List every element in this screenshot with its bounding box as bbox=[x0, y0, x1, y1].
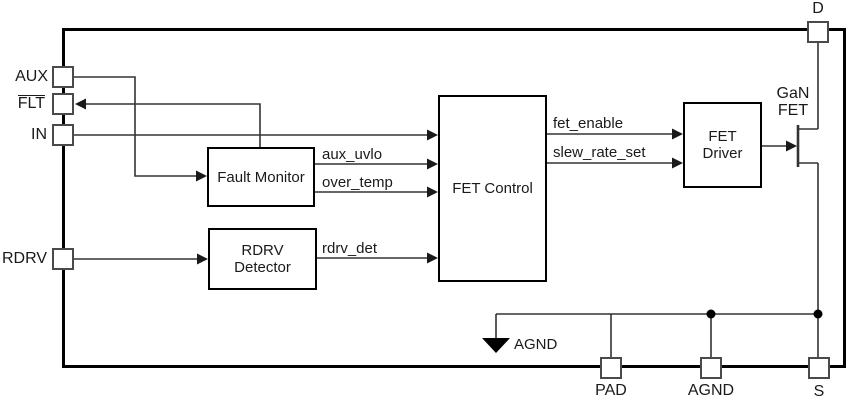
block-fet-driver: FET Driver bbox=[683, 102, 762, 188]
wire-aux bbox=[73, 76, 196, 177]
pin-square-flt bbox=[52, 93, 74, 115]
block-rdrv-detector-label-line2: Detector bbox=[234, 259, 291, 276]
block-fet-driver-label-line2: Driver bbox=[702, 145, 743, 162]
block-fault-monitor: Fault Monitor bbox=[207, 147, 315, 207]
wires bbox=[73, 42, 819, 358]
agnd-ground-label: AGND bbox=[514, 336, 558, 353]
block-rdrv-detector: RDRV Detector bbox=[208, 228, 317, 290]
pin-label-flt: FLT bbox=[6, 95, 45, 112]
gan-fet-label-line2: FET bbox=[777, 102, 809, 119]
pin-square-rdrv bbox=[52, 248, 74, 270]
block-rdrv-detector-label-line1: RDRV bbox=[241, 242, 284, 259]
arrowheads bbox=[75, 98, 797, 265]
pin-square-aux bbox=[52, 66, 74, 88]
pin-square-agnd bbox=[700, 357, 722, 379]
gan-fet-label: GaN FET bbox=[768, 85, 818, 119]
pin-square-pad bbox=[600, 357, 622, 379]
signal-label-over-temp: over_temp bbox=[322, 174, 393, 191]
arrow-aux-uvlo-into-fet-control bbox=[427, 158, 438, 170]
arrow-fet-enable-into-driver bbox=[672, 128, 683, 140]
arrow-into-fault-monitor bbox=[196, 170, 207, 182]
junction-dot-agnd bbox=[706, 309, 716, 319]
arrow-gate bbox=[786, 140, 797, 152]
signal-label-fet-enable: fet_enable bbox=[553, 115, 624, 132]
arrow-rdrv-det-into-fet-control bbox=[427, 252, 438, 264]
pin-label-flt-text: FLT bbox=[17, 95, 45, 112]
block-fet-driver-label-line1: FET bbox=[708, 128, 737, 145]
pin-square-d bbox=[807, 21, 829, 43]
block-fault-monitor-label: Fault Monitor bbox=[217, 168, 305, 186]
signal-label-aux-uvlo: aux_uvlo bbox=[322, 146, 383, 163]
block-fet-control-label: FET Control bbox=[452, 180, 533, 197]
junction-dot-source bbox=[813, 309, 823, 319]
signal-label-slew-rate-set: slew_rate_set bbox=[553, 144, 646, 161]
arrow-over-temp-into-fet-control bbox=[427, 186, 438, 198]
pin-squares bbox=[52, 21, 830, 379]
pin-label-agnd: AGND bbox=[687, 382, 735, 399]
pin-label-rdrv: RDRV bbox=[2, 250, 48, 267]
arrow-into-rdrv-detector bbox=[197, 253, 208, 265]
pin-label-in: IN bbox=[31, 126, 47, 143]
arrow-into-flt-pin bbox=[75, 98, 86, 110]
pin-square-in bbox=[52, 124, 74, 146]
block-fet-control: FET Control bbox=[438, 95, 547, 282]
arrow-in-into-fet-control bbox=[427, 129, 438, 141]
pin-label-s: S bbox=[813, 383, 825, 400]
signal-label-rdrv-det: rdrv_det bbox=[322, 240, 378, 257]
pin-label-aux: AUX bbox=[15, 68, 48, 85]
pin-label-d: D bbox=[812, 0, 824, 17]
pin-label-pad: PAD bbox=[595, 382, 627, 399]
arrow-slew-rate-into-driver bbox=[672, 157, 683, 169]
chip-outline bbox=[62, 28, 846, 368]
ground-symbol-triangle bbox=[482, 338, 510, 353]
pin-square-s bbox=[808, 357, 830, 379]
gan-fet-label-line1: GaN bbox=[776, 85, 810, 102]
wire-flt bbox=[86, 103, 261, 147]
